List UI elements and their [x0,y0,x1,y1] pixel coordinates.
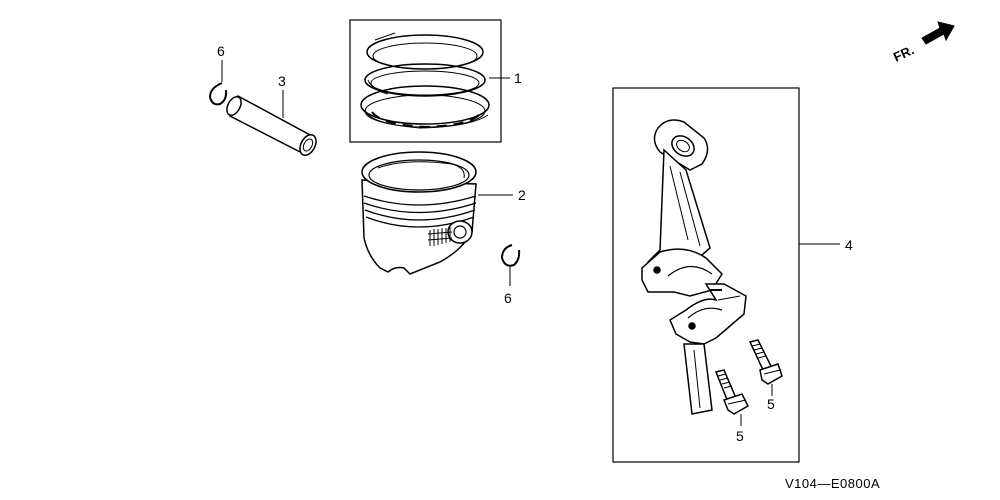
pin-clip-bottom [500,244,521,267]
callout-4: 4 [845,237,853,253]
direction-label: FR. [891,42,916,64]
drawing-code: V104—E0800A [785,476,880,491]
connecting-rod [641,119,747,415]
callout-3: 3 [278,73,286,89]
rod-bolt-left [714,369,749,415]
rod-bolt-right [748,339,783,385]
front-direction-indicator: FR. [891,21,955,65]
callout-5-right: 5 [767,396,775,412]
callout-6-bottom: 6 [504,290,512,306]
ring-set-box [349,19,502,143]
callout-6-top: 6 [217,43,225,59]
conrod-box [612,87,800,463]
callout-1: 1 [514,70,522,86]
pin-clip-top [208,82,228,106]
arrow-right-icon [921,21,955,45]
piston [361,151,477,275]
piston-ring-set [349,19,502,143]
callout-5-left: 5 [736,428,744,444]
piston-pin [226,94,317,157]
callout-2: 2 [518,187,526,203]
